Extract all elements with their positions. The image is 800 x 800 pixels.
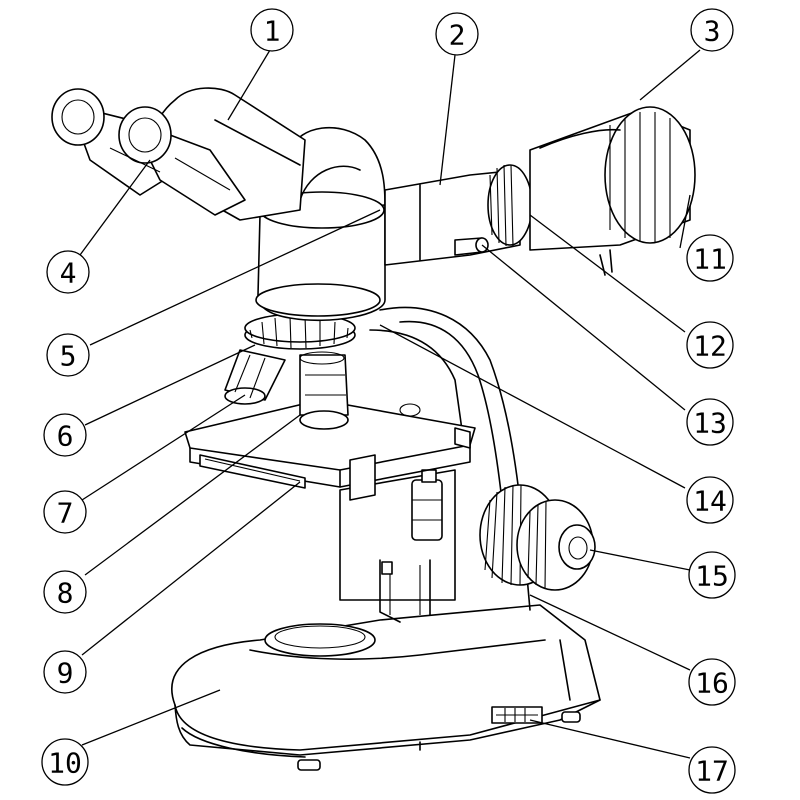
binocular-eyepieces: [51, 87, 306, 221]
callout-8: 8: [43, 570, 87, 614]
microscope-base: [171, 604, 601, 771]
callout-5: 5: [46, 333, 90, 377]
callout-11: 11: [686, 234, 734, 282]
callout-label: 10: [48, 747, 82, 780]
microscope-arm: [339, 306, 531, 623]
callout-4: 4: [46, 250, 90, 294]
callout-15: 15: [688, 551, 736, 599]
leader-lines: [79, 49, 701, 759]
callout-12: 12: [686, 321, 734, 369]
callout-label: 6: [57, 420, 74, 453]
callout-2: 2: [435, 12, 479, 56]
callout-label: 2: [449, 19, 466, 52]
callout-label: 7: [57, 497, 74, 530]
callout-9: 9: [43, 650, 87, 694]
callout-13: 13: [686, 398, 734, 446]
focus-knob: [479, 484, 596, 591]
callout-14: 14: [686, 476, 734, 524]
callout-label: 11: [693, 243, 727, 276]
callout-1: 1: [250, 8, 294, 52]
callout-16: 16: [688, 658, 736, 706]
callout-label: 5: [60, 340, 77, 373]
callout-label: 3: [704, 15, 721, 48]
callout-label: 12: [693, 330, 727, 363]
microscope-head: [255, 126, 386, 322]
callout-label: 15: [695, 560, 729, 593]
callout-3: 3: [690, 8, 734, 52]
callout-17: 17: [688, 746, 736, 794]
callout-label: 14: [693, 485, 727, 518]
callout-label: 8: [57, 577, 74, 610]
microscope-stage: [184, 399, 476, 501]
callout-label: 9: [57, 657, 74, 690]
callout-10: 10: [41, 738, 89, 786]
callout-label: 1: [264, 15, 281, 48]
callout-label: 17: [695, 755, 729, 788]
callout-label: 16: [695, 667, 729, 700]
camera-port: [384, 106, 696, 276]
callout-6: 6: [43, 413, 87, 457]
callout-7: 7: [43, 490, 87, 534]
callout-label: 4: [60, 257, 77, 290]
callout-label: 13: [693, 407, 727, 440]
